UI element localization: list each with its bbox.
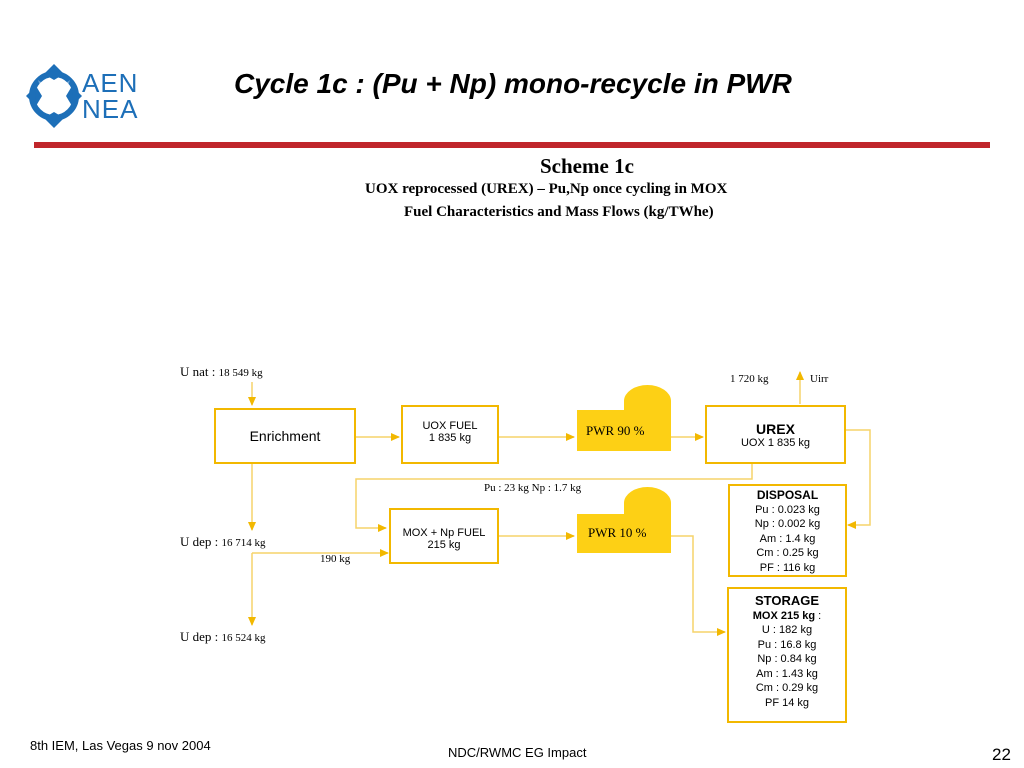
reactor-icon <box>577 385 671 451</box>
storage-mox-label: MOX 215 kg <box>752 609 816 622</box>
storage-mox: MOX 215 kg : <box>729 609 845 624</box>
label-unat: U nat : 18 549 kg <box>180 364 263 379</box>
urex-title: UREX <box>756 421 795 437</box>
disposal-line: Cm : 0.25 kg <box>756 547 819 559</box>
logo-text-aen: AEN <box>82 68 139 98</box>
label-recycled-u: 190 kg <box>320 553 351 565</box>
uox-fuel-title: UOX FUEL <box>422 420 478 432</box>
label-udep1: U dep : 16 714 kg <box>180 534 266 549</box>
storage-line: Am : 1.43 kg <box>756 667 818 680</box>
reactor-pwr-90: PWR 90 % <box>577 385 671 451</box>
storage-box: STORAGE MOX 215 kg : U : 182 kg Pu : 16.… <box>727 587 847 723</box>
arrow-urex-disposal <box>846 429 871 529</box>
storage-line: Np : 0.84 kg <box>757 653 817 665</box>
reactor-pwr-10: PWR 10 % <box>577 487 671 553</box>
nea-logo: AEN NEA <box>24 62 154 132</box>
storage-line: Cm : 0.29 kg <box>755 682 819 694</box>
mox-fuel-title: MOX + Np FUEL <box>402 527 486 539</box>
disposal-box: DISPOSAL Pu : 0.023 kg Np : 0.002 kg Am … <box>728 484 847 577</box>
disposal-line: Np : 0.002 kg <box>754 518 821 530</box>
disposal-title: DISPOSAL <box>756 488 819 502</box>
disposal-line: Am : 1.4 kg <box>759 532 816 545</box>
storage-line: Pu : 16.8 kg <box>757 638 817 651</box>
footer-event: 8th IEM, Las Vegas 9 nov 2004 <box>30 738 211 753</box>
label-uirr-mass: 1 720 kg <box>730 373 769 385</box>
storage-title: STORAGE <box>754 593 820 608</box>
logo-text-nea: NEA <box>82 94 139 124</box>
page-number: 22 <box>992 745 1011 764</box>
storage-line: U : 182 kg <box>761 624 813 636</box>
disposal-line: Pu : 0.023 kg <box>755 503 820 516</box>
footer-group: NDC/RWMC EG Impact <box>448 745 587 760</box>
uox-fuel-box: UOX FUEL 1 835 kg <box>401 405 499 464</box>
uox-fuel-mass: 1 835 kg <box>428 432 472 444</box>
scheme-title: Scheme 1c <box>540 154 634 178</box>
scheme-subtitle-2: Fuel Characteristics and Mass Flows (kg/… <box>404 204 714 220</box>
pwr-10-label: PWR 10 % <box>588 525 647 540</box>
arrow-pu-np-recycle <box>355 464 753 532</box>
enrichment-box: Enrichment <box>214 408 356 464</box>
scheme-subtitle-1: UOX reprocessed (UREX) – Pu,Np once cycl… <box>365 181 728 197</box>
label-pu-np: Pu : 23 kg Np : 1.7 kg <box>484 482 582 494</box>
urex-box: UREX UOX 1 835 kg <box>705 405 846 464</box>
urex-value: UOX 1 835 kg <box>740 437 811 449</box>
disposal-line: PF : 116 kg <box>759 561 816 574</box>
storage-line: PF 14 kg <box>764 696 810 709</box>
storage-mox-suffix: : <box>815 609 822 622</box>
slide-title: Cycle 1c : (Pu + Np) mono-recycle in PWR <box>234 68 792 99</box>
reactor-icon <box>577 487 671 553</box>
nea-globe-icon <box>26 64 82 128</box>
title-divider <box>34 142 990 148</box>
mox-fuel-mass: 215 kg <box>427 539 461 551</box>
label-uirr: Uirr <box>810 373 829 385</box>
mox-fuel-box: MOX + Np FUEL 215 kg <box>389 508 499 564</box>
label-udep2: U dep : 16 524 kg <box>180 629 266 644</box>
arrow-pwr10-storage <box>671 535 726 636</box>
pwr-90-label: PWR 90 % <box>586 423 645 438</box>
